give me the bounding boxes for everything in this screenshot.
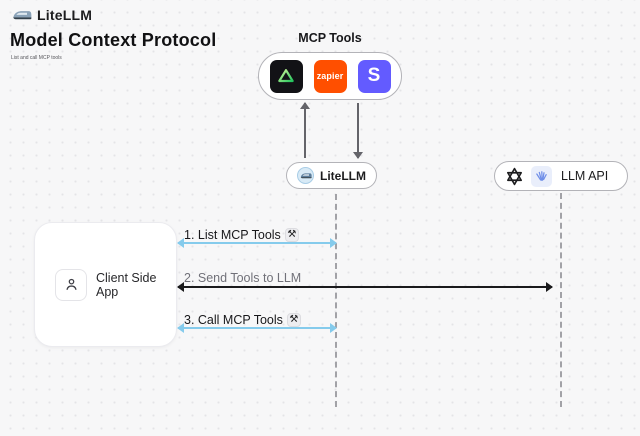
llm-api-lifeline — [560, 193, 562, 407]
arrow-mcptools-to-litellm — [352, 103, 363, 159]
message-2-arrow — [177, 282, 553, 292]
client-node-label: Client Side App — [96, 270, 157, 299]
page-subtitle: List and call MCP tools — [11, 55, 62, 61]
llm-api-node: LLM API — [494, 161, 628, 191]
message-1-label: 1. List MCP Tools ⚒ — [184, 228, 299, 242]
mcp-tools-box: zapier S — [258, 52, 402, 100]
client-side-app-node: Client Side App — [34, 222, 177, 347]
stripe-icon: S — [357, 59, 391, 93]
message-1-arrow — [177, 238, 337, 248]
mcp-tools-label: MCP Tools — [298, 31, 362, 45]
llm-api-node-label: LLM API — [561, 169, 609, 183]
litellm-lifeline — [335, 194, 337, 407]
litellm-node-label: LiteLLM — [320, 168, 366, 183]
message-3-label: 3. Call MCP Tools ⚒ — [184, 313, 301, 327]
arrow-litellm-to-mcptools — [299, 102, 310, 158]
litellm-train-icon — [13, 10, 32, 19]
message-3-arrow — [177, 323, 337, 333]
zapier-wordmark: zapier — [316, 71, 344, 81]
stripe-letter: S — [367, 65, 381, 86]
tools-hammer-icon: ⚒ — [284, 228, 299, 242]
tools-hammer-icon: ⚒ — [286, 313, 301, 327]
litellm-node: LiteLLM — [286, 162, 377, 189]
litellm-logo-icon — [297, 167, 314, 184]
brand-label: LiteLLM — [37, 7, 93, 23]
llm-provider-icon — [531, 165, 552, 187]
message-2-label: 2. Send Tools to LLM — [184, 271, 302, 285]
brand: LiteLLM — [12, 7, 92, 23]
green-triangle-tool-icon — [269, 59, 303, 93]
page-title: Model Context Protocol — [10, 30, 217, 50]
openai-icon — [504, 166, 525, 187]
person-icon — [55, 268, 87, 301]
zapier-icon: zapier — [313, 59, 347, 93]
